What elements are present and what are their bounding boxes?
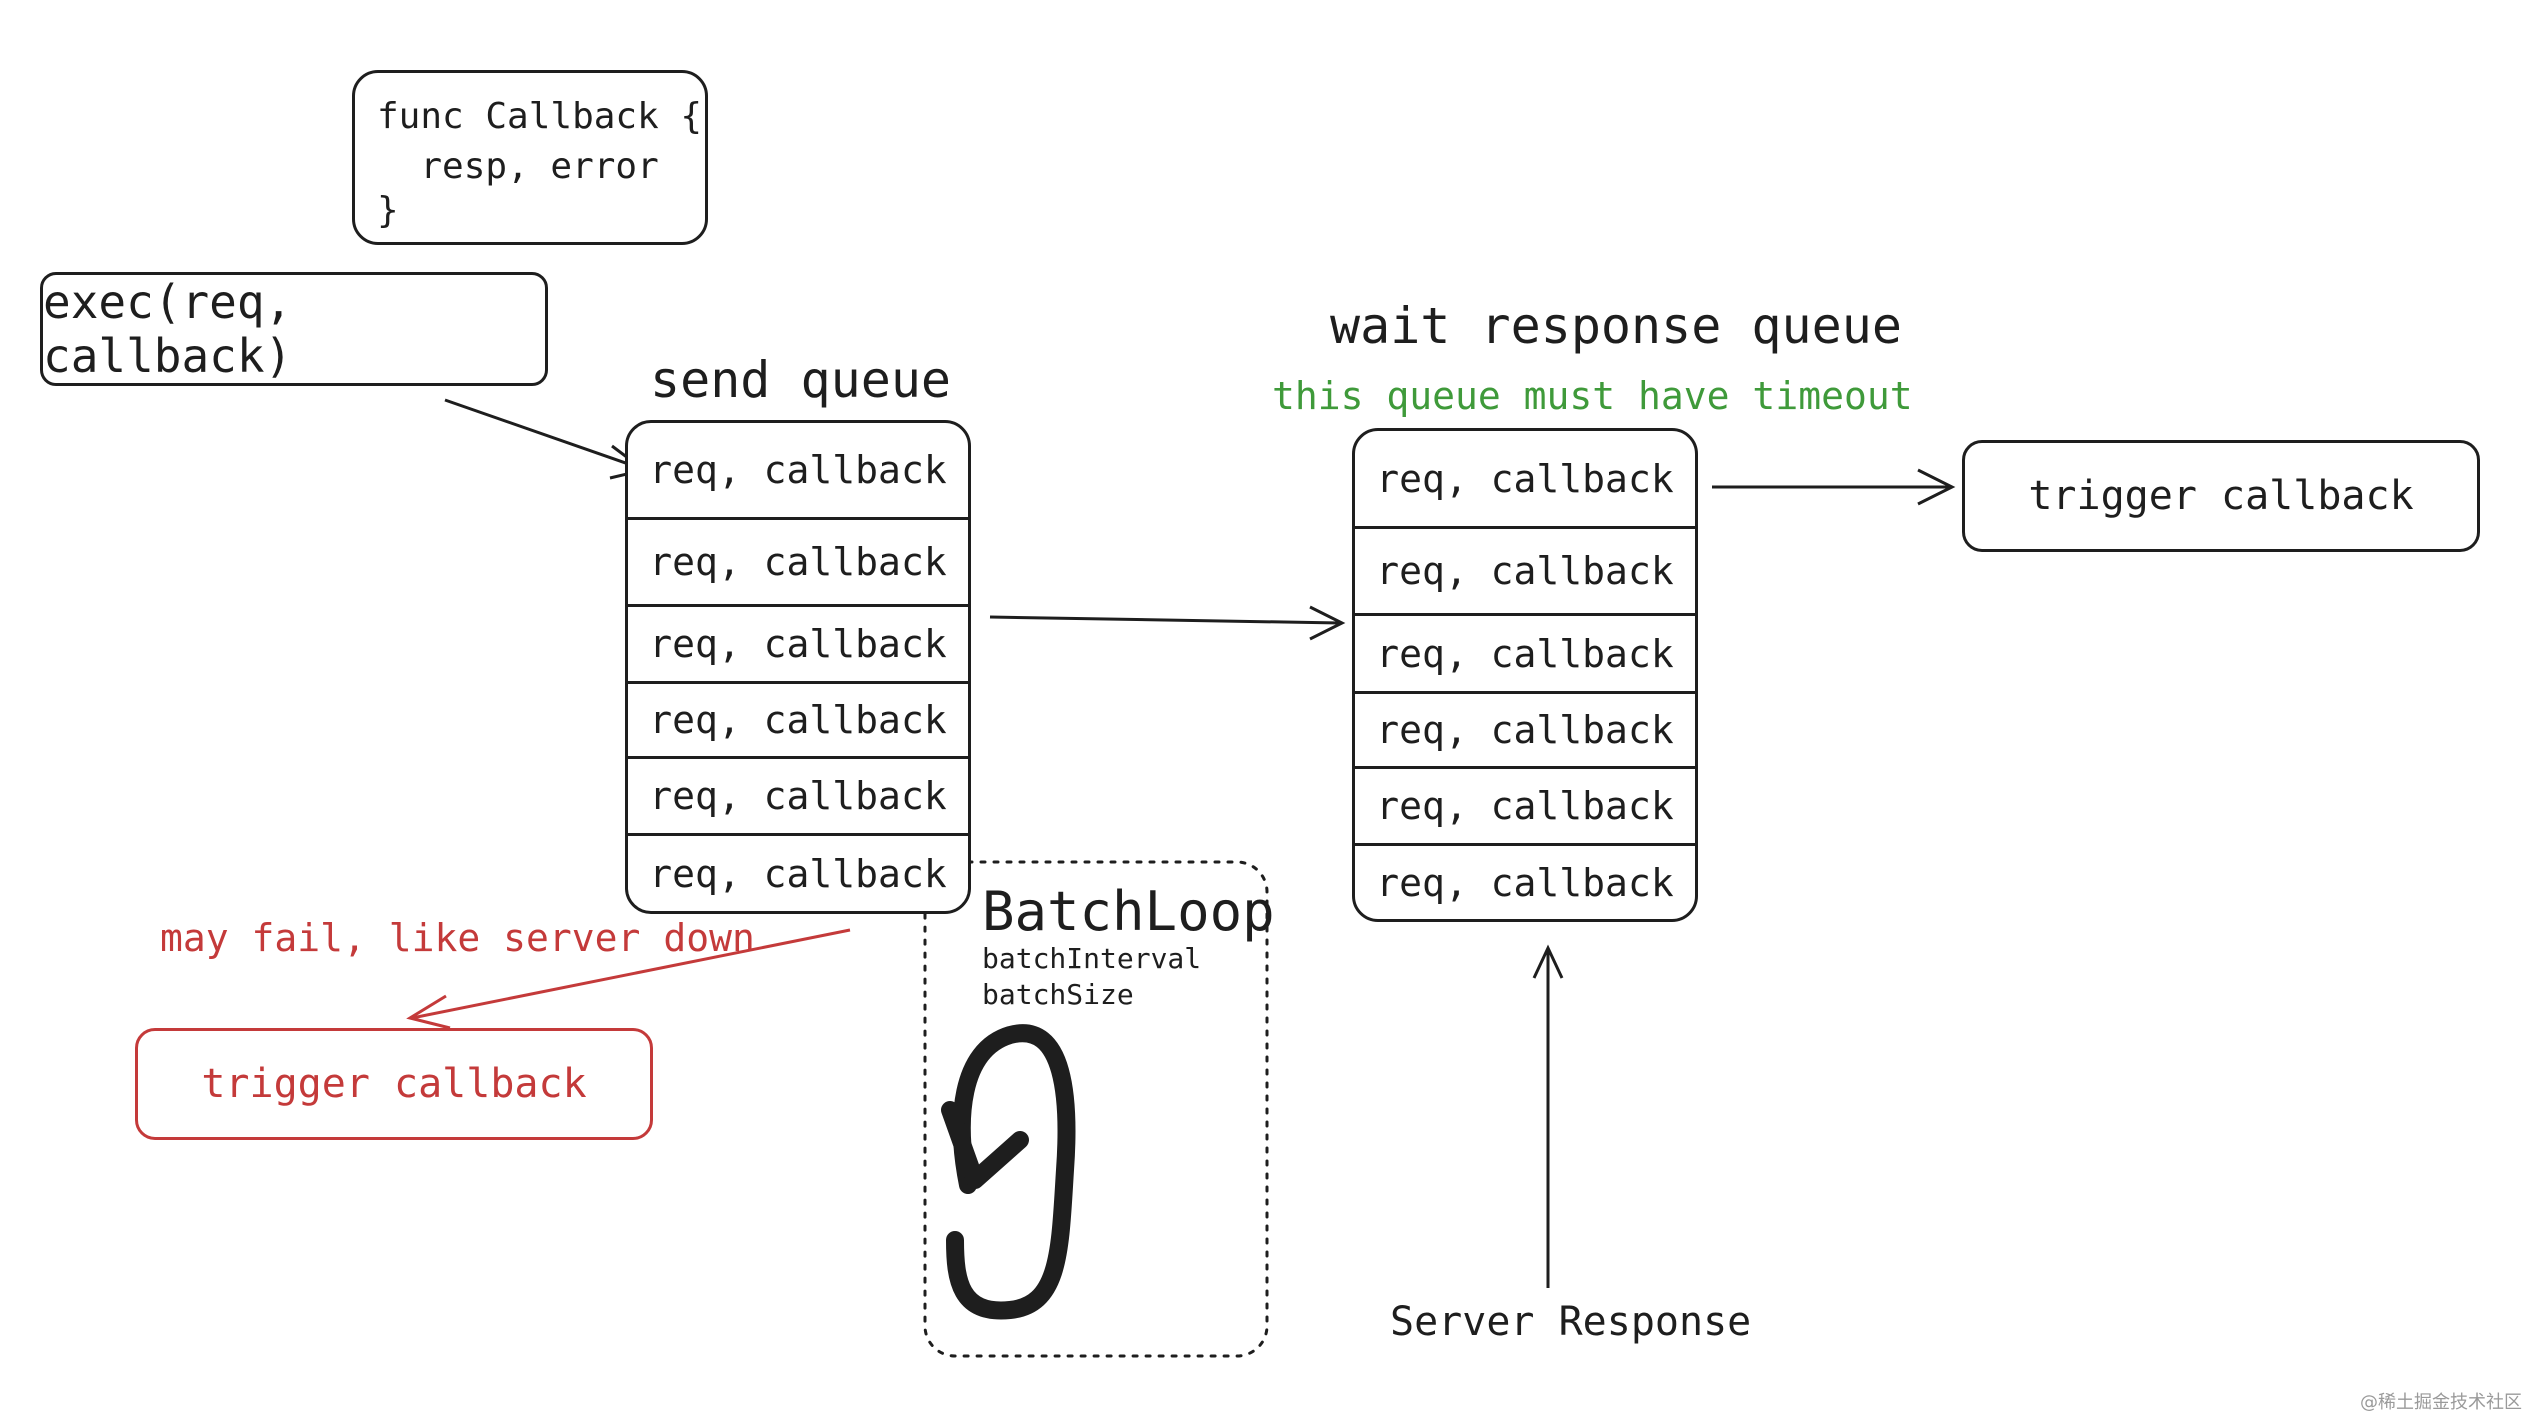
trigger-callback-success-label: trigger callback — [2028, 473, 2414, 519]
failure-note: may fail, like server down — [160, 916, 755, 960]
wait-queue-title: wait response queue — [1330, 297, 1902, 355]
wait-queue-timeout-note: this queue must have timeout — [1272, 374, 1913, 418]
send-queue-divider — [628, 604, 968, 607]
exec-to-send-queue-arrow — [444, 398, 648, 480]
exec-call-label: exec(req, callback) — [43, 275, 293, 383]
wait-queue-item: req, callback — [1376, 631, 1674, 676]
send-queue-item: req, callback — [649, 698, 947, 742]
send-queue-item: req, callback — [649, 851, 947, 896]
batch-loop-title: BatchLoop — [982, 880, 1275, 943]
wait-queue-divider — [1355, 766, 1695, 769]
watermark: @稀土掘金技术社区 — [2360, 1392, 2522, 1413]
wait-queue-item: req, callback — [1376, 456, 1674, 501]
wait-queue-divider — [1355, 613, 1695, 616]
server-response-label: Server Response — [1390, 1299, 1752, 1345]
trigger-callback-failure-label: trigger callback — [201, 1061, 587, 1107]
exec-call-box: exec(req, callback) — [40, 272, 548, 386]
send-queue-divider — [628, 681, 968, 684]
batch-loop-param-size: batchSize — [982, 978, 1134, 1011]
send-queue-divider — [628, 517, 968, 520]
callback-definition-box: func Callback { resp, error } — [352, 70, 708, 245]
wait-queue-to-trigger-arrow — [1712, 468, 1956, 506]
send-queue: req, callback req, callback req, callbac… — [625, 420, 971, 914]
wait-queue-divider — [1355, 526, 1695, 529]
server-response-arrow — [1532, 944, 1564, 1288]
wait-queue-item: req, callback — [1376, 708, 1674, 752]
callback-def-line-2: resp, error — [377, 146, 659, 187]
send-queue-divider — [628, 756, 968, 759]
wait-queue-item: req, callback — [1376, 784, 1674, 828]
send-queue-item: req, callback — [649, 448, 947, 492]
wait-response-queue: req, callback req, callback req, callbac… — [1352, 428, 1698, 922]
trigger-callback-success-box: trigger callback — [1962, 440, 2480, 552]
send-queue-item: req, callback — [649, 774, 947, 818]
wait-queue-item: req, callback — [1376, 860, 1674, 905]
wait-queue-item: req, callback — [1376, 549, 1674, 593]
loop-arrow-icon — [941, 1024, 1076, 1320]
send-queue-item: req, callback — [649, 540, 947, 584]
send-queue-title: send queue — [650, 351, 952, 409]
batch-loop-param-interval: batchInterval — [982, 942, 1202, 975]
send-queue-divider — [628, 833, 968, 836]
wait-queue-divider — [1355, 691, 1695, 694]
send-queue-item: req, callback — [649, 622, 947, 666]
trigger-callback-failure-box: trigger callback — [135, 1028, 653, 1140]
failure-arrow — [406, 928, 851, 1030]
wait-queue-divider — [1355, 843, 1695, 846]
callback-def-line-1: func Callback { — [377, 96, 703, 137]
batch-loop-box — [923, 860, 1269, 1358]
send-to-wait-queue-arrow — [989, 605, 1346, 641]
callback-def-line-3: } — [377, 190, 399, 231]
